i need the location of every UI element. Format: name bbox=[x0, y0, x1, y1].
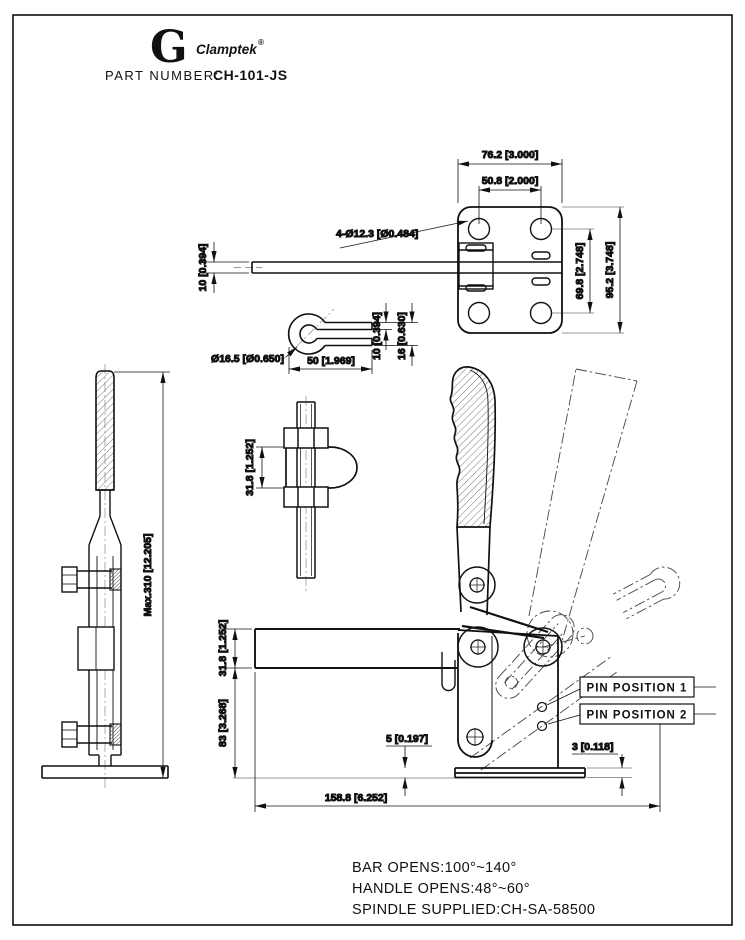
dim-lip-5 bbox=[386, 745, 432, 796]
handle-grip-side bbox=[95, 370, 115, 491]
pin-position-callouts: PIN POSITION 1 PIN POSITION 2 bbox=[546, 676, 716, 725]
pin-position-2-label: PIN POSITION 2 bbox=[587, 710, 688, 722]
header: G Clamptek ® PART NUMBER: CH-101-JS bbox=[105, 22, 288, 83]
pin-holes bbox=[536, 701, 548, 732]
side-view: Max.310 [12.205] bbox=[41, 364, 170, 790]
cross-bolt-lower bbox=[61, 721, 122, 748]
dim-text: Max.310 [12.205] bbox=[142, 534, 154, 617]
mounting-plate bbox=[457, 206, 563, 334]
part-number-value: CH-101-JS bbox=[213, 67, 288, 83]
top-view: 76.2 [3.000] 50.8 [2.000] 4-Ø12.3 [Ø0.48… bbox=[197, 149, 624, 334]
u-bolt-view: Ø16.5 [Ø0.650] 50 [1.969] 10 [0.394] 16 … bbox=[211, 303, 418, 374]
note-bar-opens: BAR OPENS:100°~140° bbox=[352, 860, 517, 876]
dim-base-3 bbox=[572, 753, 625, 796]
pin-position-1-box bbox=[579, 676, 695, 698]
hole-leader-line bbox=[339, 220, 469, 249]
handle-grip bbox=[449, 366, 497, 528]
dim-76-2 bbox=[457, 159, 563, 203]
top-view-construction-lines bbox=[234, 206, 624, 334]
part-number-label: PART NUMBER: bbox=[105, 68, 220, 83]
note-handle-opens: HANDLE OPENS:48°~60° bbox=[352, 881, 530, 897]
open-spindle-phantom bbox=[495, 614, 575, 699]
front-view: 31.8 [1.252] 83 [3.268] 5 [0.197] 3 [0.1… bbox=[217, 366, 716, 812]
dim-50 bbox=[288, 347, 373, 374]
dim-text: Ø16.5 [Ø0.650] bbox=[211, 353, 284, 365]
pin-position-1-label: PIN POSITION 1 bbox=[587, 683, 688, 695]
dim-text: 50.8 [2.000] bbox=[482, 175, 539, 187]
brand-name: Clamptek bbox=[196, 42, 258, 57]
note-spindle-supplied: SPINDLE SUPPLIED:CH-SA-58500 bbox=[352, 902, 595, 918]
dim-rod-10 bbox=[200, 242, 249, 293]
center-block-side bbox=[77, 626, 115, 671]
dim-text: 3 [0.118] bbox=[572, 741, 613, 753]
u-bolt-outline bbox=[287, 313, 373, 355]
dim-text: 83 [3.268] bbox=[217, 699, 229, 747]
dim-text: 50 [1.969] bbox=[307, 355, 355, 367]
open-position-phantom bbox=[469, 368, 681, 771]
body-block-top bbox=[458, 242, 551, 292]
dim-text: 158.8 [6.252] bbox=[325, 792, 387, 804]
spindle-view: 31.8 [1.252] bbox=[244, 396, 358, 592]
dim-text: 10 [0.394] bbox=[197, 244, 209, 292]
cross-bolt-upper bbox=[61, 566, 122, 593]
notes-block: BAR OPENS:100°~140° HANDLE OPENS:48°~60°… bbox=[352, 860, 595, 918]
sheet-border bbox=[12, 14, 733, 926]
dim-text: 31.8 [1.252] bbox=[217, 620, 229, 677]
bar-rod-top bbox=[251, 261, 562, 274]
handle-grip-inner-line bbox=[469, 369, 489, 525]
dim-text: 5 [0.197] bbox=[386, 733, 428, 745]
dim-50-8 bbox=[478, 186, 542, 224]
brand-logo-icon: G bbox=[150, 22, 188, 73]
pin-position-2-box bbox=[579, 703, 695, 725]
dim-length-158-8 bbox=[254, 672, 661, 812]
body-hole bbox=[466, 728, 484, 746]
dim-text: 10 [0.394] bbox=[371, 312, 383, 360]
center-line bbox=[283, 308, 335, 360]
dim-max-310 bbox=[114, 371, 170, 778]
pivot-lobe-upper bbox=[458, 566, 496, 604]
dim-text: 95.2 [3.748] bbox=[604, 242, 616, 299]
base-flange bbox=[454, 767, 586, 779]
dim-text: 76.2 [3.000] bbox=[482, 149, 539, 161]
base-side bbox=[41, 765, 169, 779]
dim-10-16 bbox=[374, 303, 418, 366]
clamp-bar bbox=[254, 628, 460, 669]
mounting-hole bbox=[529, 301, 553, 325]
dim-31-8 bbox=[256, 446, 284, 489]
pivot-lobe-handle bbox=[523, 627, 563, 667]
hex-nut-lower bbox=[283, 486, 329, 508]
dim-text: 4-Ø12.3 [Ø0.484] bbox=[336, 228, 418, 240]
dim-text: 69.8 [2.748] bbox=[574, 243, 586, 300]
dim-text: 16 [0.630] bbox=[396, 312, 408, 360]
mounting-hole bbox=[467, 301, 491, 325]
body-plate bbox=[441, 629, 559, 768]
open-hook-phantom bbox=[613, 566, 681, 620]
registered-mark: ® bbox=[258, 38, 264, 47]
pivot-holes bbox=[469, 577, 551, 655]
clevis-pad bbox=[285, 446, 358, 489]
diameter-leader-line bbox=[285, 346, 298, 358]
handle-shank-side bbox=[88, 489, 122, 546]
dim-text: 31.8 [1.252] bbox=[244, 439, 256, 496]
hex-nut-upper bbox=[283, 427, 329, 449]
dim-bar-31-8 bbox=[222, 628, 252, 778]
